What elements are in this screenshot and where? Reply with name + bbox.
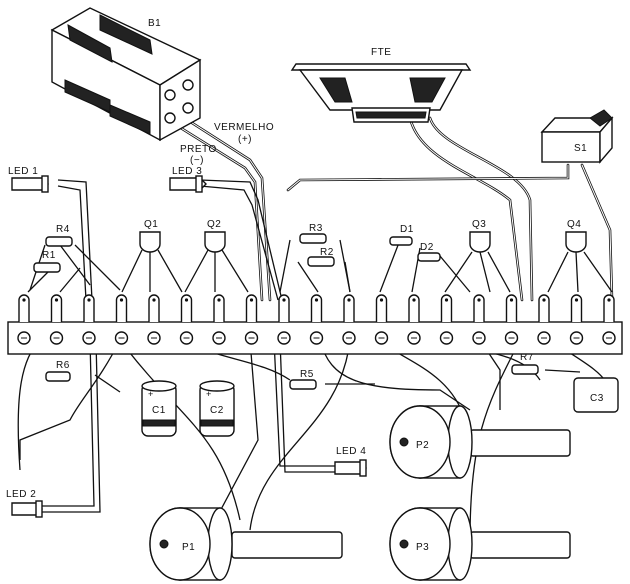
label-r1: R1 xyxy=(42,250,56,261)
diode-d1: D1 xyxy=(389,224,414,246)
switch: S1 xyxy=(540,109,614,164)
solder-lug xyxy=(538,294,550,322)
terminal-strip xyxy=(7,294,623,355)
diode-d2: D2 xyxy=(417,242,441,262)
potentiometer-p2: P2 xyxy=(389,405,571,479)
label-c1: C1 xyxy=(152,405,166,416)
label-minus: (−) xyxy=(190,155,204,166)
solder-lug xyxy=(50,294,63,322)
label-q1: Q1 xyxy=(144,219,158,230)
resistor-r1: R1 xyxy=(33,250,61,273)
transistor-q4: Q4 xyxy=(565,219,587,253)
label-r4: R4 xyxy=(56,224,70,235)
led-4: LED 4 xyxy=(334,446,367,477)
solder-lug xyxy=(148,294,160,322)
label-b1: B1 xyxy=(148,18,161,29)
label-r5: R5 xyxy=(300,369,314,380)
capacitor-c3: C3 xyxy=(573,377,619,413)
resistor-r7: R7 xyxy=(511,352,539,375)
label-r7: R7 xyxy=(520,352,534,363)
led-3: LED 3 xyxy=(169,166,207,193)
solder-lug xyxy=(310,294,323,322)
solder-lug xyxy=(473,294,485,322)
label-q4: Q4 xyxy=(567,219,581,230)
solder-lug xyxy=(375,294,388,322)
label-led2: LED 2 xyxy=(6,489,36,500)
solder-lug xyxy=(115,294,128,322)
solder-lug xyxy=(343,294,355,322)
label-preto: PRETO xyxy=(180,144,217,155)
label-led1: LED 1 xyxy=(8,166,38,177)
solder-lug xyxy=(570,294,583,322)
label-led3: LED 3 xyxy=(172,166,202,177)
svg-text:+: + xyxy=(206,389,211,399)
solder-lug xyxy=(245,294,258,322)
label-r2: R2 xyxy=(320,247,334,258)
label-plus: (+) xyxy=(238,134,252,145)
solder-lug xyxy=(408,294,420,322)
label-fte: FTE xyxy=(371,47,391,58)
resistor-r4: R4 xyxy=(45,224,73,247)
label-vermelho: VERMELHO xyxy=(214,122,274,133)
solder-lug xyxy=(213,294,225,322)
wire-switch-a xyxy=(286,163,570,192)
resistor-r3: R3 xyxy=(299,223,327,244)
label-p3: P3 xyxy=(416,542,429,553)
solder-lug xyxy=(180,294,193,322)
wire-speaker-a xyxy=(408,116,524,302)
label-d1: D1 xyxy=(400,224,414,235)
solder-lug xyxy=(505,294,518,322)
transistor-q2: Q2 xyxy=(204,219,226,253)
potentiometer-p1: P1 xyxy=(149,507,343,581)
label-p2: P2 xyxy=(416,440,429,451)
led-1: LED 1 xyxy=(8,166,49,193)
capacitor-c2: C2 + xyxy=(199,380,235,437)
speaker: FTE xyxy=(290,47,472,123)
label-led4: LED 4 xyxy=(336,446,366,457)
label-s1: S1 xyxy=(574,143,587,154)
resistor-r2: R2 xyxy=(307,247,335,267)
label-q3: Q3 xyxy=(472,219,486,230)
solder-lug xyxy=(603,294,615,322)
capacitor-c1: C1 + xyxy=(141,380,177,437)
label-r3: R3 xyxy=(309,223,323,234)
resistor-r5: R5 xyxy=(289,369,317,390)
transistor-q3: Q3 xyxy=(469,219,491,253)
solder-lug xyxy=(83,294,95,322)
solder-lug xyxy=(440,294,453,322)
label-r6: R6 xyxy=(56,360,70,371)
svg-text:+: + xyxy=(148,389,153,399)
potentiometer-p3: P3 xyxy=(389,507,571,581)
led-2: LED 2 xyxy=(6,489,43,518)
label-p1: P1 xyxy=(182,542,195,553)
label-q2: Q2 xyxy=(207,219,221,230)
wires xyxy=(17,110,614,541)
solder-lug xyxy=(18,294,30,322)
label-c2: C2 xyxy=(210,405,224,416)
wire-speaker-b xyxy=(428,116,534,302)
solder-lug xyxy=(278,294,290,322)
resistor-r6: R6 xyxy=(45,360,71,382)
label-d2: D2 xyxy=(420,242,434,253)
label-c3: C3 xyxy=(590,393,604,404)
transistor-q1: Q1 xyxy=(139,219,161,253)
battery-holder: B1 xyxy=(50,7,202,142)
